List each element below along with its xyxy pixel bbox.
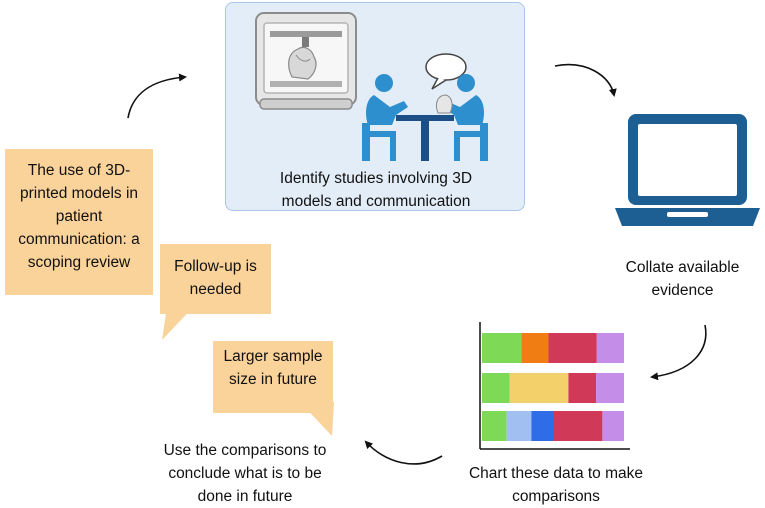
bar-segment-1-4 xyxy=(596,333,624,363)
bar-segment-3-5 xyxy=(602,411,624,441)
conclude-text: Use the comparisons to conclude what is … xyxy=(163,442,327,505)
bar-segment-1-2 xyxy=(521,333,549,363)
bar-segment-2-4 xyxy=(596,373,624,403)
arrow-chart-to-conclude xyxy=(364,440,443,465)
speech-bubble-icon xyxy=(425,53,467,90)
3d-printer-icon xyxy=(255,12,357,110)
identify-panel: Identify studies involving 3D models and… xyxy=(225,2,525,211)
bar-segment-2-3 xyxy=(568,373,597,403)
bar-segment-3-4 xyxy=(553,411,603,441)
identify-text: Identify studies involving 3D models and… xyxy=(279,170,473,210)
arrow-review-to-identify xyxy=(127,73,187,119)
bar-segment-3-3 xyxy=(531,411,553,441)
arrow-collate-to-chart xyxy=(650,324,707,381)
patient-doctor-icon xyxy=(362,74,488,161)
followup-note: Follow-up is needed xyxy=(160,244,271,314)
printer-consultation-illustration xyxy=(255,12,488,161)
stacked-bar-chart xyxy=(479,322,630,450)
laptop-icon xyxy=(615,114,760,226)
sample-note: Larger sample size in future xyxy=(213,341,333,413)
title-note: The use of 3D-printed models in patient … xyxy=(5,149,153,295)
bar-segment-1-1 xyxy=(482,333,522,363)
chart-text: Chart these data to make comparisons xyxy=(468,465,644,505)
bar-segment-2-2 xyxy=(509,373,569,403)
bar-segment-2-1 xyxy=(482,373,510,403)
bar-segment-3-2 xyxy=(506,411,532,441)
arrow-identify-to-collate xyxy=(554,63,617,97)
bar-segment-3-1 xyxy=(482,411,507,441)
collate-text: Collate available evidence xyxy=(625,259,740,299)
bar-segment-1-3 xyxy=(548,333,597,363)
